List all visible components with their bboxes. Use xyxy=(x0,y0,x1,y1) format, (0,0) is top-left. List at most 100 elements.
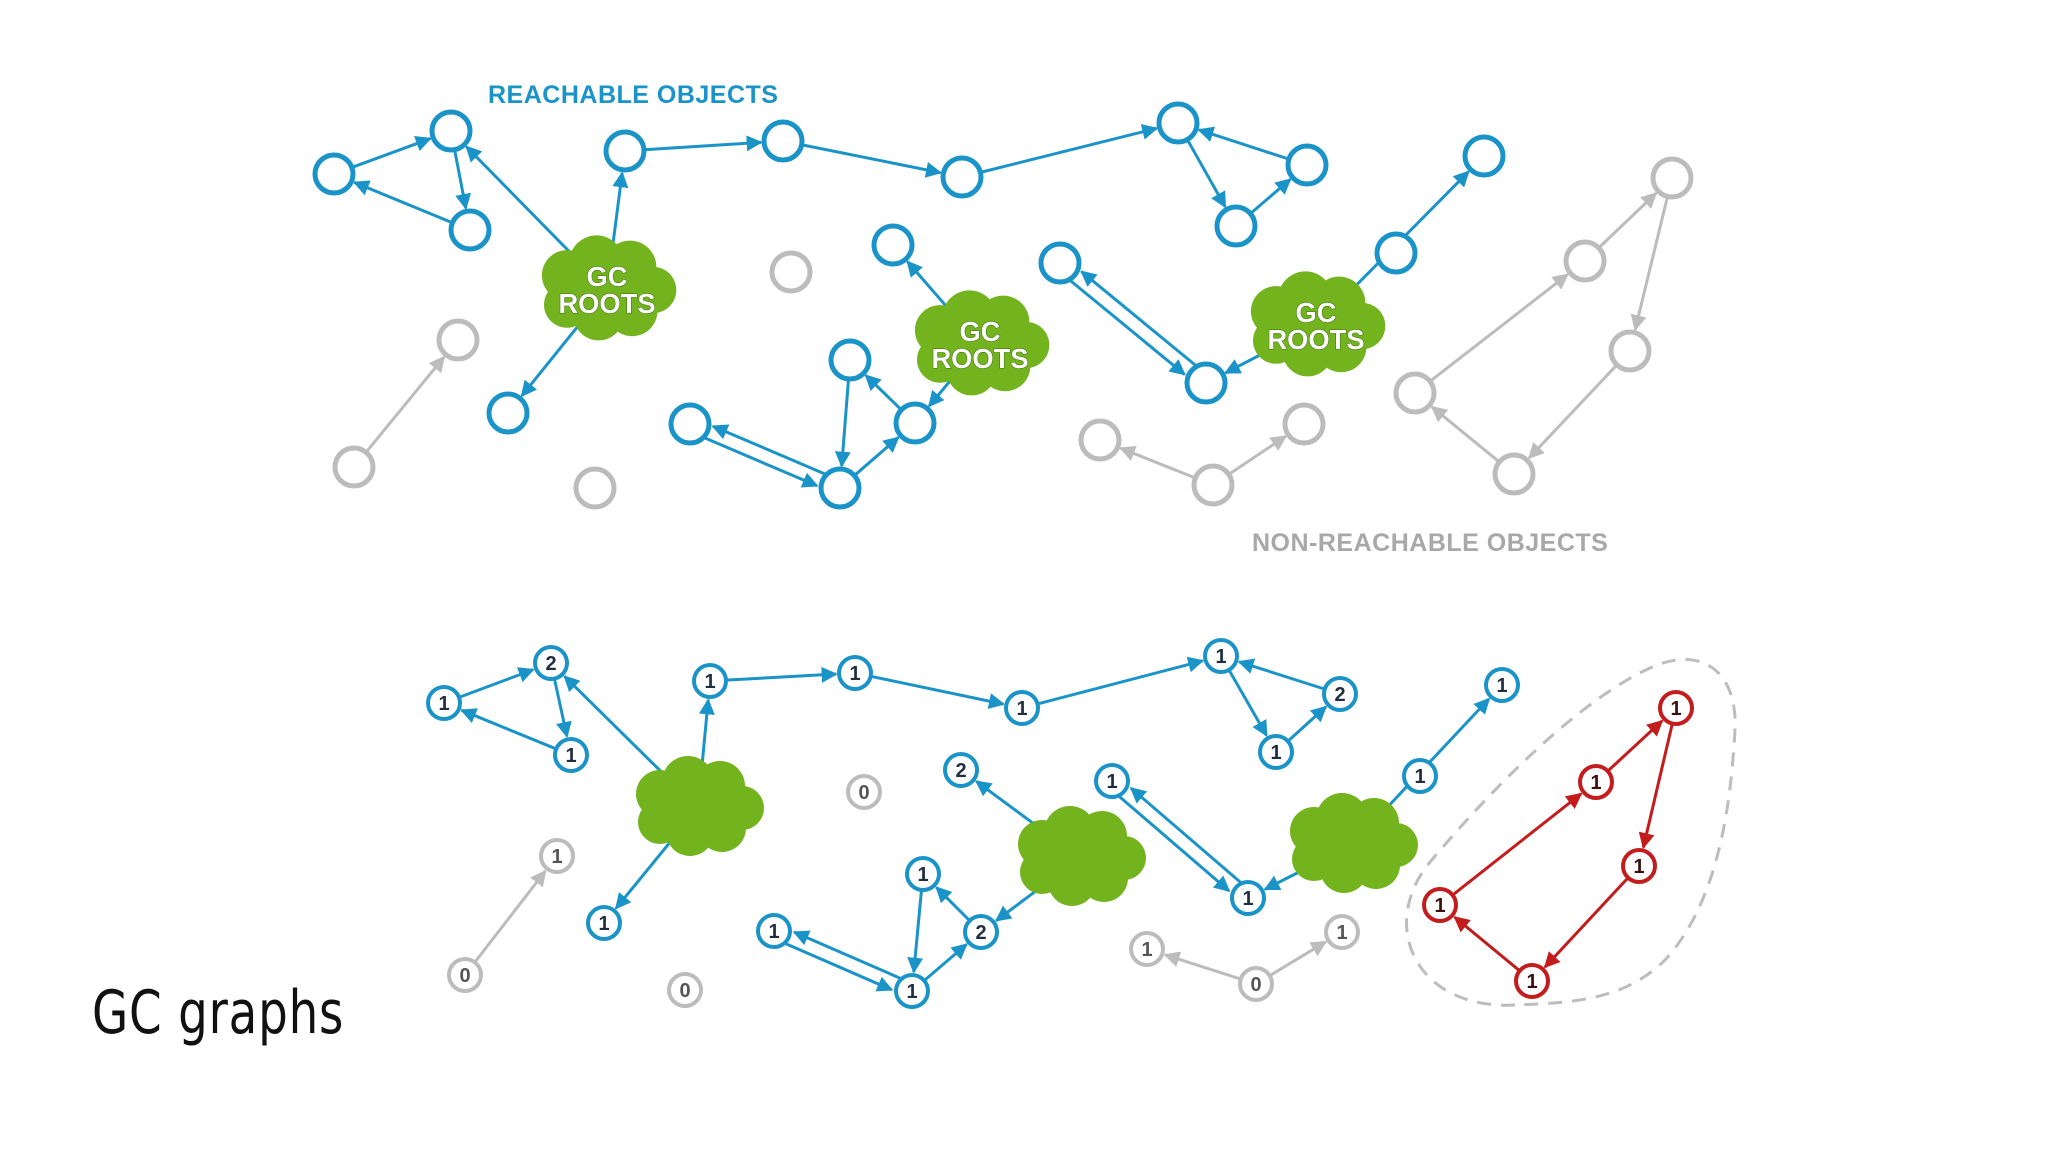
top-graph-edges xyxy=(351,124,1669,488)
gc-roots-label-line1: GC xyxy=(960,316,1001,347)
counted-object-node: 2 xyxy=(943,752,979,788)
counted-object-node: 1 xyxy=(894,973,930,1009)
counted-object-node: 1 xyxy=(905,856,941,892)
cycle-reference-arrow xyxy=(1451,792,1583,897)
reachable-object-node xyxy=(668,402,712,446)
gc-roots-label-line2: ROOTS xyxy=(931,343,1028,374)
reference-arrow xyxy=(1197,126,1290,161)
reference-arrow xyxy=(1163,951,1242,981)
cyclic-object-node: 1 xyxy=(1658,690,1694,726)
counted-object-node: 1 xyxy=(1258,734,1294,770)
reference-arrow xyxy=(473,869,547,964)
reachable-object-node xyxy=(1462,134,1506,178)
reference-arrow xyxy=(611,171,629,247)
root-cloud xyxy=(636,756,764,856)
counted-object-node: 1 xyxy=(586,905,622,941)
unreferenced-object-node: 1 xyxy=(1324,914,1360,950)
counted-object-node: 2 xyxy=(963,914,999,950)
counted-object-node: 1 xyxy=(1402,758,1438,794)
unreferenced-object-node: 0 xyxy=(447,957,483,993)
cycle-reference-arrow xyxy=(1543,876,1630,969)
counted-object-node: 1 xyxy=(426,685,462,721)
reference-arrow xyxy=(1118,446,1196,480)
reference-arrow xyxy=(834,378,851,468)
counted-object-node: 1 xyxy=(756,913,792,949)
reference-count-label: 1 xyxy=(704,671,715,693)
reference-arrow xyxy=(1069,279,1186,376)
reference-arrow xyxy=(864,374,903,411)
reference-arrow xyxy=(614,841,672,910)
reachable-object-node xyxy=(429,109,473,153)
counted-object-node: 1 xyxy=(1004,690,1040,726)
reference-arrow xyxy=(1527,363,1619,460)
reference-arrow xyxy=(1268,940,1328,978)
reachable-object-node xyxy=(871,223,915,267)
gc-roots-label-line1: GC xyxy=(587,261,628,292)
reference-arrow xyxy=(907,889,924,974)
reference-arrow xyxy=(1286,705,1328,743)
reference-arrow xyxy=(704,436,819,488)
root-cloud xyxy=(1018,806,1146,906)
cycle-reference-arrow xyxy=(1453,915,1521,972)
reference-count-label: 1 xyxy=(1670,698,1681,720)
unreachable-object-node xyxy=(1650,156,1694,200)
reference-arrow xyxy=(352,180,454,225)
reference-count-label: 2 xyxy=(975,922,986,944)
reference-arrow xyxy=(351,136,432,169)
top-graph-objects xyxy=(312,101,1694,510)
cycle-reference-arrow xyxy=(1638,723,1674,850)
reference-arrow xyxy=(1129,786,1242,884)
reference-arrow xyxy=(698,698,715,765)
reference-count-label: 1 xyxy=(1141,939,1152,961)
reachable-object-node xyxy=(761,119,805,163)
reference-count-label: 1 xyxy=(1496,675,1507,697)
unreachable-object-node xyxy=(1608,329,1652,373)
reference-arrow xyxy=(785,942,894,992)
reference-count-label: 1 xyxy=(598,913,609,935)
reachable-object-node xyxy=(1184,361,1228,405)
reachable-object-node xyxy=(603,129,647,173)
reachable-object-node xyxy=(1214,204,1258,248)
unreferenced-object-node: 0 xyxy=(1238,966,1274,1002)
reference-arrow xyxy=(801,143,943,178)
reference-count-label: 1 xyxy=(1633,856,1644,878)
reachable-object-node xyxy=(1156,101,1200,145)
reachable-object-node xyxy=(448,208,492,252)
reference-arrow xyxy=(792,930,901,980)
reachable-object-node xyxy=(1374,231,1418,275)
cycle-reference-arrow xyxy=(1606,719,1664,773)
reference-count-label: 1 xyxy=(917,864,928,886)
reference-count-label: 0 xyxy=(679,980,690,1002)
counted-object-node: 2 xyxy=(1322,676,1358,712)
reference-arrow xyxy=(725,666,838,683)
unreachable-object-node xyxy=(1191,463,1235,507)
non-reachable-objects-label: NON-REACHABLE OBJECTS xyxy=(1252,529,1608,557)
reference-count-label: 0 xyxy=(1250,974,1261,996)
unreachable-object-node xyxy=(332,445,376,489)
root-cloud xyxy=(1290,793,1418,893)
reference-arrow xyxy=(1237,658,1326,691)
unreachable-object-node xyxy=(573,466,617,510)
reference-count-label: 1 xyxy=(1270,742,1281,764)
reference-count-label: 1 xyxy=(565,745,576,767)
cyclic-object-node: 1 xyxy=(1514,963,1550,999)
unreachable-object-node xyxy=(1282,402,1326,446)
reference-arrow xyxy=(1186,138,1227,209)
reference-count-label: 0 xyxy=(459,965,470,987)
reference-arrow xyxy=(643,135,763,152)
reference-count-label: 2 xyxy=(545,653,556,675)
reference-arrow xyxy=(935,886,971,922)
gc-roots-label-line2: ROOTS xyxy=(1267,324,1364,355)
reference-arrow xyxy=(1037,656,1205,706)
reference-arrow xyxy=(923,943,968,982)
reference-count-label: 1 xyxy=(906,981,917,1003)
reference-arrow xyxy=(1430,405,1501,464)
unreferenced-object-node: 0 xyxy=(667,972,703,1008)
reference-arrow xyxy=(1118,795,1231,893)
reference-arrow xyxy=(1249,178,1292,215)
reference-arrow xyxy=(1630,196,1669,332)
